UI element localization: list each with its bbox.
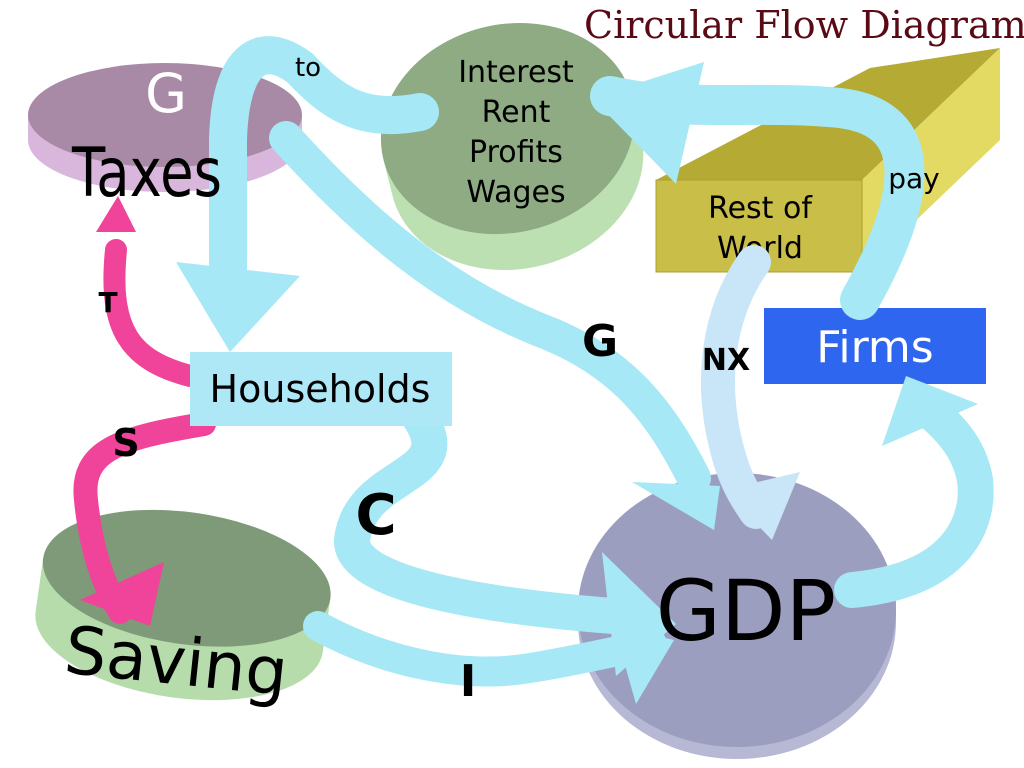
factor-payments-node: [380, 22, 644, 270]
flow-label-pay: pay: [888, 162, 940, 195]
flow-label-i: I: [460, 656, 476, 707]
taxes-label: Taxes: [71, 134, 222, 213]
firms-arrowhead: [882, 376, 978, 446]
government-spending-arrow: [269, 121, 711, 495]
flow-label-nx: NX: [702, 343, 750, 378]
firms-box: [764, 308, 986, 384]
government-spending-arrowhead: [632, 482, 720, 530]
households-arrowhead: [176, 262, 300, 352]
flow-label-c: C: [355, 483, 396, 548]
rest-of-world-node: Rest of World: [655, 48, 1000, 273]
consumption-arrow: [334, 400, 658, 636]
firms-label: Firms: [816, 322, 933, 373]
factor-payments-disk-top: [380, 22, 635, 235]
households-node: Households: [190, 352, 452, 426]
flow-arrowheads: [176, 62, 978, 704]
flow-label-t: T: [98, 286, 117, 319]
government-letter: G: [145, 62, 187, 125]
rest-of-world-label-line-1: Rest of: [708, 191, 813, 226]
factor-payments-line-4: Wages: [466, 175, 565, 210]
net-exports-arrowhead: [724, 472, 800, 540]
factor-income-arrow-continued: [209, 36, 439, 331]
factor-payments-line-1: Interest: [458, 55, 574, 90]
net-exports-arrow: [701, 245, 800, 540]
flow-label-g: G: [582, 316, 618, 367]
firms-node: Firms: [764, 308, 986, 384]
pink-arrows: [73, 196, 216, 626]
flow-label-to: to: [295, 53, 321, 83]
households-box: [190, 352, 452, 426]
gdp-label: GDP: [656, 562, 836, 660]
net-exports-arrow-body: [701, 245, 773, 529]
factor-payments-line-2: Rent: [482, 95, 551, 130]
saving-arrowhead: [80, 562, 164, 626]
investment-arrowhead: [614, 626, 674, 704]
factor-income-arrowhead: [592, 62, 704, 184]
taxes-arrowhead: [96, 196, 136, 232]
taxes-arrow-body: [103, 239, 201, 387]
diagram-title: Circular Flow Diagram: [584, 3, 1024, 47]
gdp-to-firms-arrow: [834, 382, 994, 608]
gdp-disk-top: [578, 473, 896, 747]
saving-arrow-body: [73, 412, 216, 624]
flow-label-s: S: [112, 421, 139, 465]
factor-payments-line-3: Profits: [469, 135, 563, 170]
households-label: Households: [210, 367, 431, 411]
